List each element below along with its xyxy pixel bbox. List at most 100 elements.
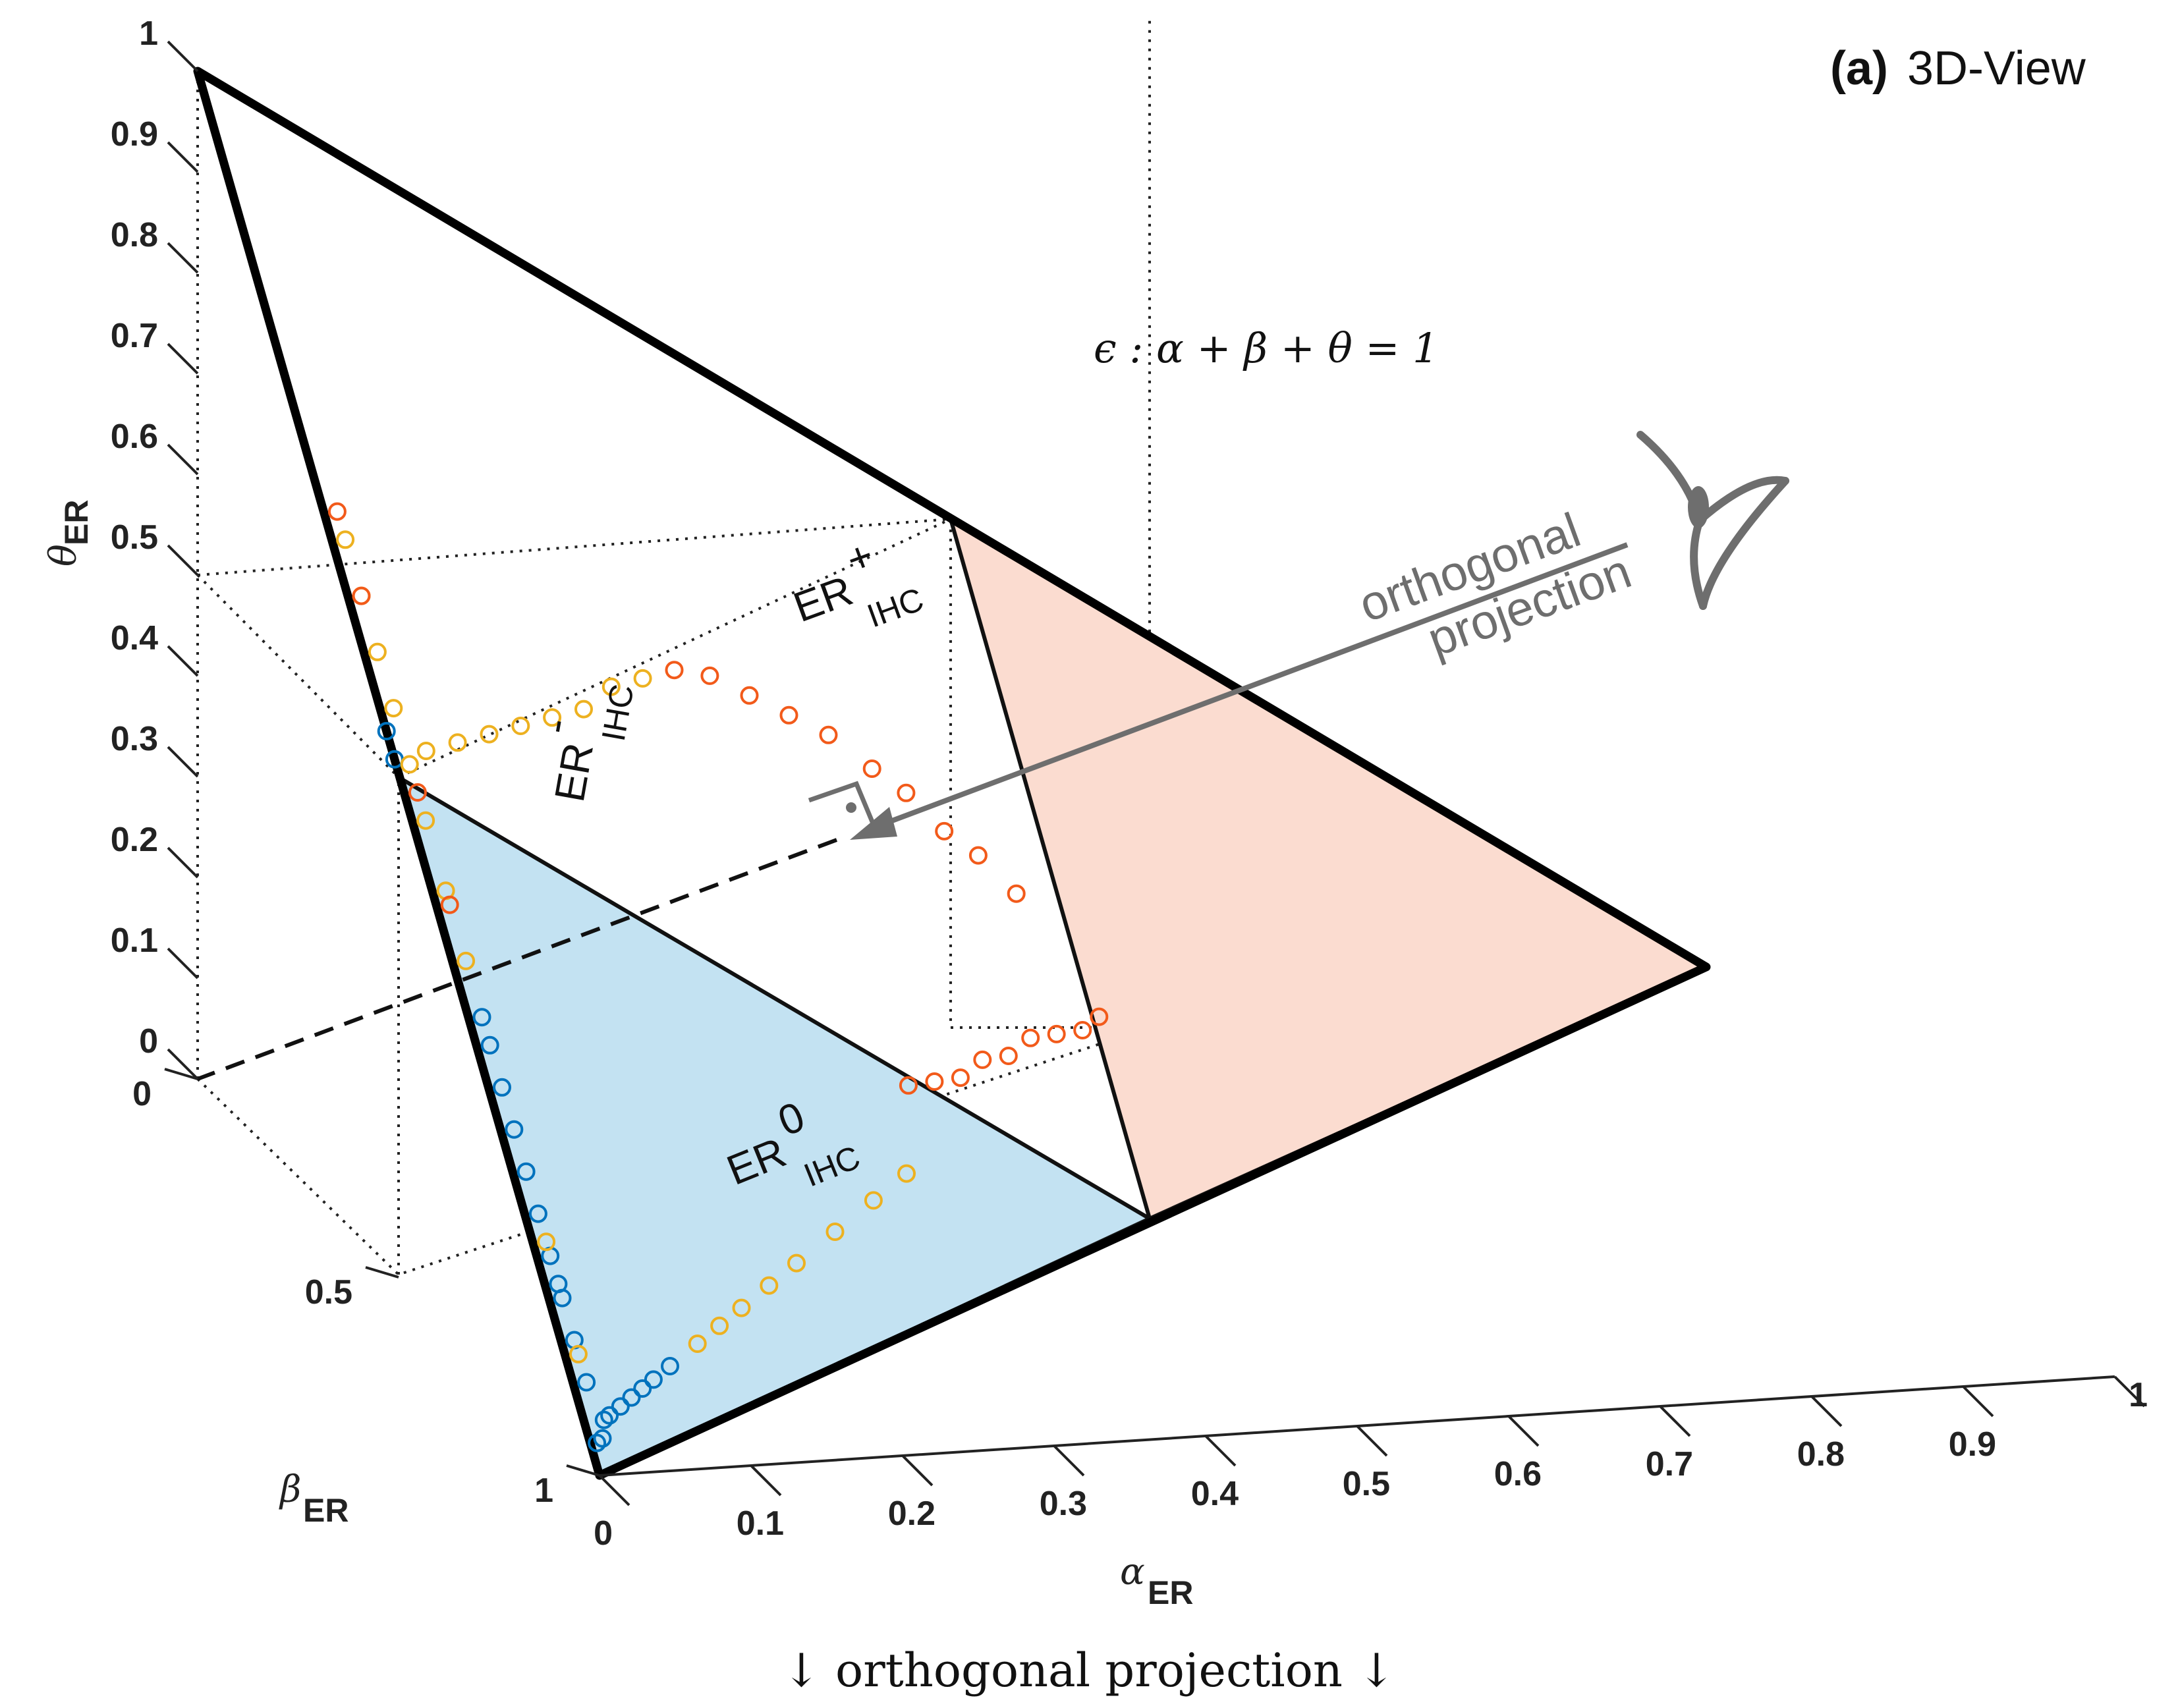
erplus-sup: + xyxy=(840,531,880,584)
eye-icon xyxy=(1636,431,1789,610)
er0-region xyxy=(395,773,1154,1479)
data-point xyxy=(825,1223,845,1241)
data-point xyxy=(408,783,427,802)
data-point xyxy=(1047,1024,1066,1043)
data-point xyxy=(899,1076,918,1095)
data-point xyxy=(594,1410,613,1429)
tick-label: 0.1 xyxy=(111,922,158,960)
tick-label: 0.9 xyxy=(111,115,158,153)
data-point xyxy=(1021,1028,1040,1047)
data-point xyxy=(400,755,419,774)
tick-mark xyxy=(167,141,199,173)
tick-mark xyxy=(750,1464,782,1497)
tick-label: 0.6 xyxy=(111,418,158,456)
tick-mark xyxy=(1962,1385,1994,1418)
data-point xyxy=(661,1357,679,1375)
tick-mark xyxy=(167,1048,199,1080)
panel-title: (a) 3D-View xyxy=(1830,42,2086,95)
tick-mark xyxy=(167,40,199,72)
tick-label: 0.7 xyxy=(1646,1445,1693,1483)
data-point xyxy=(336,530,355,549)
tick-mark xyxy=(167,846,199,879)
data-point xyxy=(569,1344,588,1364)
erplus-annotation: ER + IHC xyxy=(787,531,928,634)
theta-subscript: ER xyxy=(58,500,95,545)
erminus-annotation: ER - IHC xyxy=(531,682,641,806)
data-point xyxy=(787,1253,806,1273)
data-point xyxy=(760,1276,779,1295)
plane-outline xyxy=(193,67,1711,1480)
alpha-axis-line xyxy=(599,1375,2115,1477)
data-point xyxy=(480,1035,499,1055)
projection-arrow xyxy=(808,542,1629,840)
data-point xyxy=(973,1050,992,1069)
data-point xyxy=(543,708,562,727)
tick-mark xyxy=(598,1474,630,1506)
data-point xyxy=(710,1316,729,1335)
data-point xyxy=(549,1275,568,1294)
tick-mark xyxy=(167,947,199,979)
tick-label: 0.8 xyxy=(111,216,158,254)
tick-label: 0.9 xyxy=(1949,1425,1996,1464)
tick-label: 0.5 xyxy=(1343,1465,1390,1503)
data-point xyxy=(935,821,954,840)
erplus-sub: IHC xyxy=(862,580,928,634)
data-point xyxy=(779,705,798,725)
data-point xyxy=(574,700,593,719)
tick-label: 0 xyxy=(139,1022,158,1061)
erplus-main: ER xyxy=(787,566,858,631)
tick-mark xyxy=(2113,1375,2146,1408)
tick-mark xyxy=(164,1068,198,1080)
data-points xyxy=(327,502,1109,1452)
tick-mark xyxy=(1810,1395,1843,1427)
tick-mark xyxy=(167,645,199,677)
tick-mark xyxy=(167,343,199,375)
data-point xyxy=(600,1406,619,1425)
tick-mark xyxy=(566,1464,600,1477)
data-point xyxy=(740,686,759,705)
tick-label: 1 xyxy=(139,14,158,53)
erminus-sup: - xyxy=(531,715,580,736)
data-point xyxy=(577,1373,596,1392)
data-point xyxy=(644,1370,663,1389)
tick-label: 0.6 xyxy=(1494,1455,1542,1493)
panel-name: 3D-View xyxy=(1907,42,2086,95)
data-point xyxy=(588,1433,607,1452)
data-point xyxy=(528,1204,547,1223)
data-point xyxy=(1007,884,1026,903)
data-point xyxy=(864,1191,883,1210)
axis-ticks xyxy=(164,40,2146,1506)
data-point xyxy=(622,1388,641,1407)
data-point xyxy=(511,717,530,735)
tick-label: 0.2 xyxy=(888,1495,935,1533)
alpha-axis-label: α ER xyxy=(1120,1551,1193,1611)
data-point xyxy=(416,811,435,830)
data-point xyxy=(493,1078,511,1097)
data-point xyxy=(633,1379,652,1398)
data-point xyxy=(665,661,684,680)
tick-mark xyxy=(1356,1425,1388,1457)
erminus-sub: IHC xyxy=(595,682,641,744)
plane-equation: ϵ : α + β + θ = 1 xyxy=(1094,324,1439,372)
data-point xyxy=(593,1429,612,1448)
data-point xyxy=(1073,1021,1092,1039)
data-point xyxy=(968,846,988,865)
tick-mark xyxy=(167,746,199,778)
data-point xyxy=(505,1120,524,1139)
tick-label: 0.2 xyxy=(111,821,158,859)
tick-mark xyxy=(1053,1445,1085,1477)
theta-axis-label: θ ER xyxy=(42,500,95,566)
tick-label: 0.5 xyxy=(111,518,158,557)
tick-mark xyxy=(901,1454,934,1487)
panel-letter: (a) xyxy=(1830,42,1888,95)
data-point xyxy=(384,699,403,718)
data-point xyxy=(1090,1007,1109,1026)
beta-subscript: ER xyxy=(303,1492,349,1529)
tick-mark xyxy=(167,544,199,576)
data-point xyxy=(472,1008,491,1027)
data-point xyxy=(999,1047,1018,1065)
tick-label: 1 xyxy=(534,1472,553,1510)
data-point xyxy=(377,722,396,740)
